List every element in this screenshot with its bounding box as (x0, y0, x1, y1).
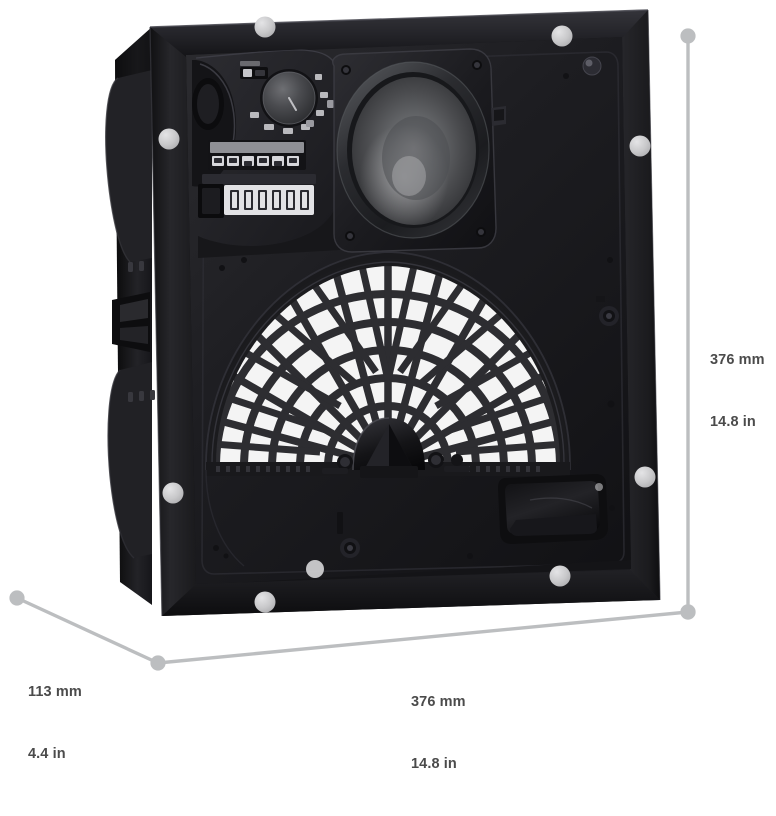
mode-slide-switch[interactable] (240, 61, 268, 79)
rear-control-panel (192, 49, 340, 258)
chassis-bolts (205, 56, 619, 567)
cone-woofer-driver (332, 48, 506, 253)
dip-switch-bank[interactable] (208, 140, 306, 170)
cabinet-side-body (105, 27, 155, 605)
bass-reflex-port (498, 474, 608, 544)
product-illustration (105, 9, 661, 617)
dimension-diagram: 376 mm 14.8 in 376 mm 14.8 in 113 mm 4.4… (9, 9, 765, 772)
width-mm-value: 376 mm (411, 694, 466, 711)
speaker-terminal-block[interactable] (198, 174, 316, 218)
flange-screw-heads (158, 16, 656, 613)
dimension-label-height: 376 mm 14.8 in (710, 309, 765, 474)
height-in-value: 14.8 in (710, 413, 756, 430)
width-in-value: 14.8 in (411, 755, 457, 772)
horn-tweeter-phase-plug (322, 417, 470, 478)
woofer-frame-bolts (341, 60, 486, 241)
speaker-baffle (186, 37, 631, 584)
height-mm-value: 376 mm (710, 352, 765, 369)
depth-in-value: 4.4 in (28, 745, 66, 762)
rotary-selector-knob[interactable] (250, 69, 334, 134)
radial-grille-waveguide (206, 257, 570, 476)
dimension-label-depth: 113 mm 4.4 in (28, 641, 82, 806)
dimension-label-width: 376 mm 14.8 in (411, 651, 466, 816)
depth-mm-value: 113 mm (28, 684, 82, 701)
